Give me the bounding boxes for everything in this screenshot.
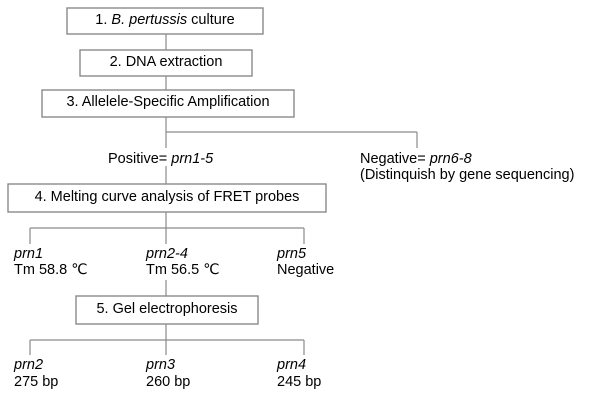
gel-result-allele: prn4 bbox=[277, 357, 307, 373]
gel-result-size: 275 bp bbox=[14, 374, 59, 390]
step-2-label: 2. DNA extraction bbox=[109, 54, 223, 70]
step-2-box bbox=[79, 49, 253, 77]
gel-result-size: 245 bp bbox=[277, 374, 322, 390]
melting-result-allele: prn5 bbox=[277, 246, 307, 262]
negative-branch-label: Negative= prn6-8 bbox=[360, 151, 472, 168]
step-5-label: 5. Gel electrophoresis bbox=[96, 301, 238, 317]
positive-alleles: prn1-5 bbox=[171, 151, 214, 167]
step-1-prefix: 1. bbox=[95, 12, 112, 28]
step-1-organism: B. pertussis bbox=[111, 12, 188, 28]
positive-branch-label: Positive= prn1-5 bbox=[108, 151, 213, 168]
gel-result-allele: prn3 bbox=[146, 357, 176, 373]
step-1-suffix: culture bbox=[187, 12, 235, 28]
step-5-box bbox=[75, 295, 259, 325]
melting-result-allele: prn1 bbox=[14, 246, 44, 262]
step-3-label: 3. Allelele-Specific Amplification bbox=[66, 94, 270, 110]
step-1-box bbox=[66, 7, 264, 35]
melting-result-value: Tm 56.5 ℃ bbox=[146, 262, 220, 278]
melting-result-value: Tm 58.8 ℃ bbox=[14, 262, 88, 278]
gel-result-size: 260 bp bbox=[146, 374, 191, 390]
step-3-box bbox=[41, 89, 295, 118]
step-1-label: 1. B. pertussis culture bbox=[67, 12, 263, 29]
melting-result-allele: prn2-4 bbox=[146, 246, 188, 262]
melting-result-value: Negative bbox=[277, 262, 335, 278]
negative-alleles: prn6-8 bbox=[429, 151, 472, 167]
negative-prefix: Negative= bbox=[360, 151, 430, 167]
step-4-box bbox=[7, 183, 327, 213]
positive-prefix: Positive= bbox=[108, 151, 172, 167]
negative-branch-note: (Distinquish by gene sequencing) bbox=[360, 167, 575, 183]
step-4-label: 4. Melting curve analysis of FRET probes bbox=[34, 189, 300, 205]
gel-result-allele: prn2 bbox=[14, 357, 44, 373]
